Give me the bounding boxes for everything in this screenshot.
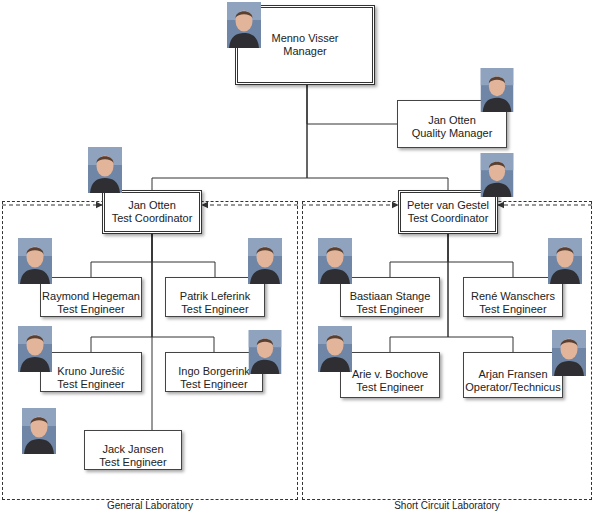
dashed-arrow xyxy=(498,205,592,206)
person-photo xyxy=(22,408,56,454)
person-name: René Wanschers xyxy=(471,290,555,303)
person-box: Arjan FransenOperator/Technicus xyxy=(463,352,563,398)
person-box: Patrik LeferinkTest Engineer xyxy=(165,277,265,317)
person-name: Bastiaan Stange xyxy=(350,290,431,303)
group-label: Short Circuit Laboratory xyxy=(303,500,591,512)
person-name: Jan Otten xyxy=(128,199,176,212)
person-name: Raymond Hegeman xyxy=(42,290,140,303)
role-title: Test Engineer xyxy=(181,303,248,316)
person-box: Bastiaan StangeTest Engineer xyxy=(340,277,440,317)
person-name: Peter van Gestel xyxy=(407,199,489,212)
person-box: René WanschersTest Engineer xyxy=(463,277,563,317)
role-title: Test Engineer xyxy=(57,378,124,391)
reporting-line xyxy=(152,85,307,190)
person-name: Arie v. Bochove xyxy=(352,368,428,381)
reporting-line xyxy=(448,234,513,277)
person-photo xyxy=(88,147,122,193)
person-box: Ingo BorgerinkTest Engineer xyxy=(165,352,263,392)
person-box: Kruno JurešićTest Engineer xyxy=(40,352,142,392)
role-title: Test Engineer xyxy=(57,303,124,316)
lab-group: Short Circuit LaboratoryPeter van Gestel… xyxy=(302,201,592,500)
reporting-line xyxy=(307,85,397,124)
person-name: Menno Visser xyxy=(271,32,338,45)
dashed-arrow xyxy=(202,205,298,206)
role-title: Test Engineer xyxy=(356,381,423,394)
dashed-arrow xyxy=(2,205,102,206)
reporting-line xyxy=(152,234,215,277)
reporting-line xyxy=(91,234,152,277)
person-box: Peter van GestelTest Coordinator xyxy=(398,190,498,234)
person-name: Jan Otten xyxy=(428,114,476,127)
role-title: Test Engineer xyxy=(356,303,423,316)
reporting-line xyxy=(390,234,448,277)
role-title: Manager xyxy=(283,45,326,58)
role-title: Test Engineer xyxy=(180,378,247,391)
role-title: Test Coordinator xyxy=(112,212,193,225)
group-label: General Laboratory xyxy=(3,500,297,512)
role-title: Test Engineer xyxy=(479,303,546,316)
person-name: Jack Jansen xyxy=(102,443,163,456)
person-box: Jack JansenTest Engineer xyxy=(84,430,182,470)
person-name: Kruno Jurešić xyxy=(57,365,124,378)
person-box: Raymond HegemanTest Engineer xyxy=(40,277,142,317)
lab-group: General LaboratoryJan OttenTest Coordina… xyxy=(2,201,298,500)
person-box: Jan OttenTest Coordinator xyxy=(102,190,202,234)
dashed-arrow xyxy=(302,205,398,206)
person-box: Jan OttenQuality Manager xyxy=(397,100,507,148)
person-box: Menno VisserManager xyxy=(235,5,375,85)
role-title: Operator/Technicus xyxy=(465,381,560,394)
role-title: Test Coordinator xyxy=(408,212,489,225)
role-title: Test Engineer xyxy=(99,456,166,469)
reporting-line xyxy=(152,234,153,430)
person-name: Arjan Fransen xyxy=(478,368,547,381)
person-name: Ingo Borgerink xyxy=(178,365,250,378)
person-name: Patrik Leferink xyxy=(180,290,250,303)
role-title: Quality Manager xyxy=(412,127,493,140)
person-box: Arie v. BochoveTest Engineer xyxy=(340,352,440,398)
